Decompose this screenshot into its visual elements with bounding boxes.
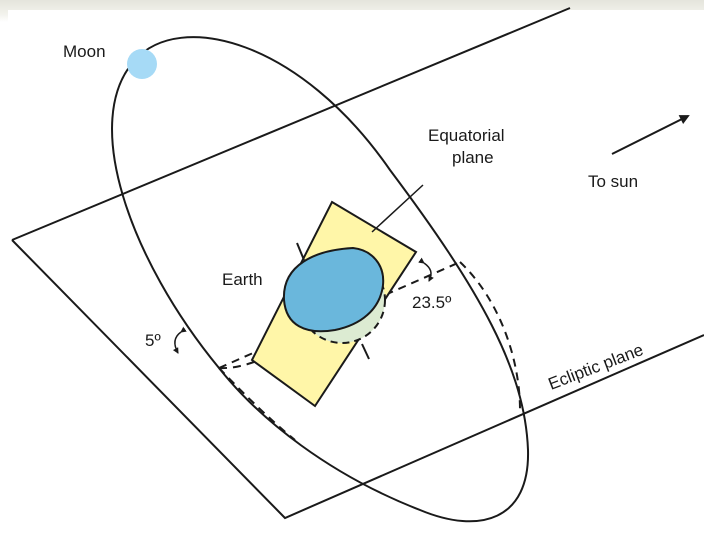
earth-axis-top [296, 242, 305, 261]
equatorial-plane-label-line1: Equatorial [428, 126, 505, 145]
moon-label: Moon [63, 42, 106, 61]
earth-label: Earth [222, 270, 263, 289]
earth-axis-bottom [361, 343, 370, 360]
orbit-tilt-label: 5º [145, 331, 161, 350]
earth-lit-side [282, 246, 385, 333]
earth-tilt-label: 23.5º [412, 293, 451, 312]
earth-tilt-arrow [418, 257, 434, 282]
to-sun-arrow [611, 115, 690, 155]
equatorial-plane-label-line2: plane [452, 148, 494, 167]
orbit-tilt-arrow [172, 326, 187, 354]
equatorial-plane-leader [371, 184, 424, 233]
moon-orbit-dashed-arc [459, 261, 521, 411]
moon [127, 49, 157, 79]
to-sun-label: To sun [588, 172, 638, 191]
moon-orbit-ellipse [111, 36, 530, 523]
ecliptic-plane-outline [11, 7, 704, 520]
